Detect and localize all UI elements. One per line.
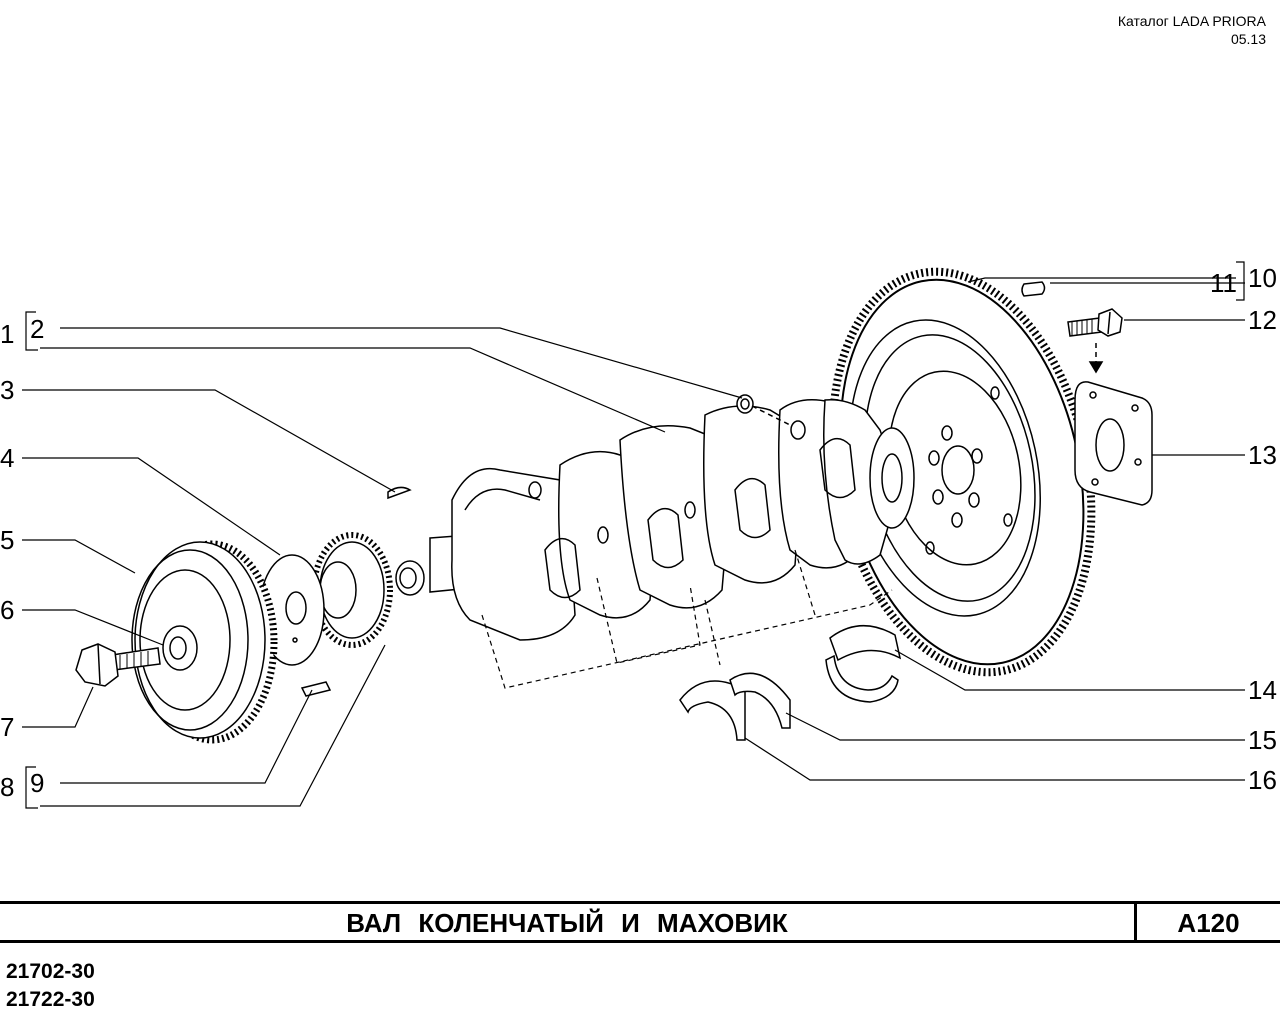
callout-9: 9	[30, 768, 44, 798]
title-divider	[1134, 904, 1137, 940]
thrust-half-washers	[679, 672, 791, 741]
catalog-date: 05.13	[1230, 31, 1266, 47]
callout-7: 7	[0, 712, 14, 742]
assembly-guides	[481, 549, 893, 689]
model-code: 21722-30	[6, 988, 95, 1011]
callout-16: 16	[1248, 765, 1277, 795]
catalog-name: Каталог LADA PRIORA	[1117, 13, 1266, 29]
segment-key	[387, 486, 412, 500]
callout-13: 13	[1248, 440, 1277, 470]
locating-pin	[1021, 281, 1046, 297]
callout-6: 6	[0, 595, 14, 625]
catalog-header: Каталог LADA PRIORA 05.13	[1118, 12, 1266, 48]
callout-12: 12	[1248, 305, 1277, 335]
callout-3: 3	[0, 375, 14, 405]
callout-10: 10	[1248, 263, 1277, 293]
page-code: А120	[1177, 908, 1240, 938]
pulley-bolt	[75, 643, 161, 687]
plug	[736, 394, 754, 414]
damper-pulley	[131, 540, 278, 744]
callout-5: 5	[0, 525, 14, 555]
model-list: 21702-30 21722-30	[6, 958, 95, 1014]
flywheel	[828, 267, 1096, 677]
crankshaft	[395, 398, 915, 641]
toothed-pulley	[311, 532, 393, 648]
crankshaft-flywheel-diagram: 1 2 3 4 5 6 7 8 9 10 11 12 13 14 15 16	[0, 261, 1277, 809]
leader-lines	[22, 277, 1245, 807]
callout-1: 1	[0, 319, 14, 349]
callout-8: 8	[0, 772, 14, 802]
main-bearing-shells	[825, 624, 902, 703]
washer-plate	[1074, 381, 1153, 506]
woodruff-key	[300, 681, 332, 697]
model-code: 21702-30	[6, 960, 95, 983]
callout-brackets	[25, 261, 1245, 809]
callout-14: 14	[1248, 675, 1277, 705]
callout-15: 15	[1248, 725, 1277, 755]
title-bar: ВАЛ КОЛЕНЧАТЫЙ И МАХОВИК А120	[0, 901, 1280, 943]
plug-dashed-leader	[751, 405, 791, 426]
callout-2: 2	[30, 314, 44, 344]
flywheel-bolt	[1067, 308, 1123, 374]
page-title: ВАЛ КОЛЕНЧАТЫЙ И МАХОВИК	[346, 908, 788, 938]
callout-4: 4	[0, 443, 14, 473]
callout-11: 11	[1210, 268, 1237, 298]
